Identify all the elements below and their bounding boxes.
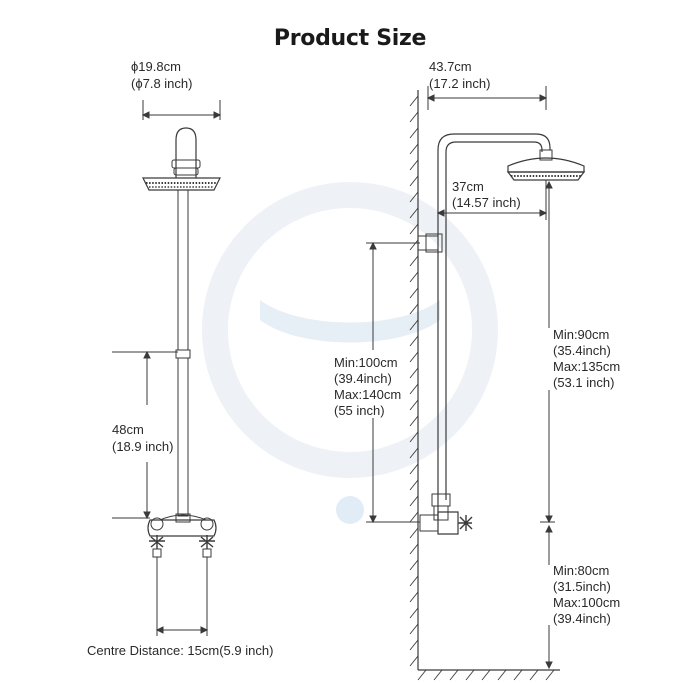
valve-height-max-in-label: (39.4inch) — [553, 611, 611, 626]
left-shower-front-view — [112, 100, 222, 636]
riser-min-cm-label: Min:100cm — [334, 355, 398, 370]
riser-max-cm-label: Max:140cm — [334, 387, 402, 402]
centre-distance-label: Centre Distance: 15cm(5.9 inch) — [87, 643, 274, 658]
arm-length-in-label: (17.2 inch) — [429, 76, 491, 91]
page-title: Product Size — [273, 26, 427, 51]
head-diameter-in-label: (ϕ7.8 inch) — [131, 76, 193, 91]
valve-height-min-in-label: (31.5inch) — [553, 579, 611, 594]
head-diameter-cm-label: ϕ19.8cm — [131, 59, 181, 74]
height-in-label: (18.9 inch) — [112, 439, 174, 454]
head-height-max-in-label: (53.1 inch) — [553, 375, 615, 390]
head-height-max-cm-label: Max:135cm — [553, 359, 621, 374]
riser-max-in-label: (55 inch) — [334, 403, 385, 418]
arm-length-cm-label: 43.7cm — [429, 59, 472, 74]
reach-cm-label: 37cm — [452, 179, 484, 194]
head-height-min-in-label: (35.4inch) — [553, 343, 611, 358]
right-shower-side-view — [366, 86, 586, 681]
valve-height-min-cm-label: Min:80cm — [553, 563, 610, 578]
valve-height-max-cm-label: Max:100cm — [553, 595, 621, 610]
reach-in-label: (14.57 inch) — [452, 195, 521, 210]
riser-min-in-label: (39.4inch) — [334, 371, 392, 386]
height-cm-label: 48cm — [112, 422, 144, 437]
head-height-min-cm-label: Min:90cm — [553, 327, 610, 342]
